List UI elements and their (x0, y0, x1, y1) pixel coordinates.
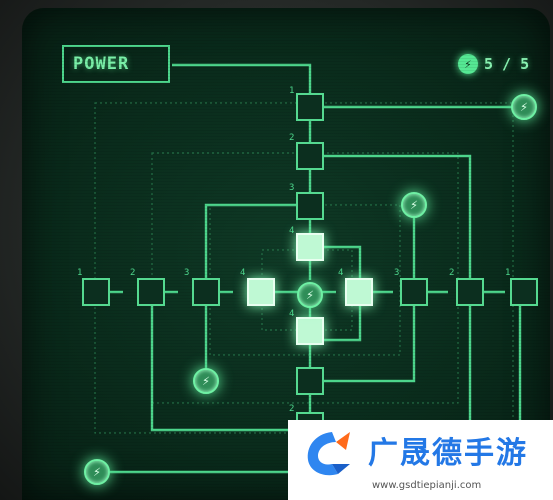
power-node: ⚡ (511, 94, 537, 120)
tile-number: 1 (505, 268, 511, 278)
rotatable-tile[interactable] (296, 192, 324, 220)
crt-screen: POWER ⚡ 5 / 5 (22, 8, 550, 500)
tile-number: 2 (289, 404, 295, 414)
power-node: ⚡ (193, 368, 219, 394)
tile-number: 1 (77, 268, 83, 278)
watermark-title: 广晟德手游 (368, 436, 528, 471)
rotatable-tile[interactable] (400, 278, 428, 306)
rotatable-tile-powered[interactable] (345, 278, 373, 306)
power-node-center: ⚡ (297, 282, 323, 308)
rotatable-tile[interactable] (510, 278, 538, 306)
watermark-banner: 广晟德手游 www.gsdtiepianji.com (288, 420, 553, 500)
lightning-bolt-icon: ⚡ (520, 99, 528, 115)
tile-number: 4 (289, 309, 295, 319)
tile-number: 4 (289, 226, 295, 236)
rotatable-tile[interactable] (82, 278, 110, 306)
watermark-logo-icon (307, 432, 350, 476)
power-source-box: POWER (62, 45, 170, 83)
tile-number: 3 (394, 268, 400, 278)
tile-number: 4 (338, 268, 344, 278)
watermark-url: www.gsdtiepianji.com (372, 480, 482, 491)
tile-number: 2 (449, 268, 455, 278)
power-counter: ⚡ 5 / 5 (458, 53, 529, 75)
lightning-bolt-icon: ⚡ (458, 54, 478, 74)
rotatable-tile[interactable] (456, 278, 484, 306)
lightning-bolt-icon: ⚡ (306, 287, 314, 303)
power-node: ⚡ (401, 192, 427, 218)
rotatable-tile[interactable] (296, 367, 324, 395)
tile-number: 3 (289, 183, 295, 193)
rotatable-tile[interactable] (192, 278, 220, 306)
lightning-bolt-icon: ⚡ (410, 197, 418, 213)
rotatable-tile[interactable] (137, 278, 165, 306)
tile-number: 4 (240, 268, 246, 278)
rotatable-tile-powered[interactable] (247, 278, 275, 306)
lightning-bolt-icon: ⚡ (93, 464, 101, 480)
power-label: POWER (73, 54, 130, 74)
tile-number: 1 (289, 86, 295, 96)
lightning-bolt-icon: ⚡ (202, 373, 210, 389)
tile-number: 3 (184, 268, 190, 278)
counter-text: 5 / 5 (484, 55, 530, 73)
rotatable-tile-powered[interactable] (296, 233, 324, 261)
tile-number: 2 (130, 268, 136, 278)
tile-number: 2 (289, 133, 295, 143)
rotatable-tile[interactable] (296, 142, 324, 170)
rotatable-tile-powered[interactable] (296, 317, 324, 345)
power-node: ⚡ (84, 459, 110, 485)
rotatable-tile[interactable] (296, 93, 324, 121)
